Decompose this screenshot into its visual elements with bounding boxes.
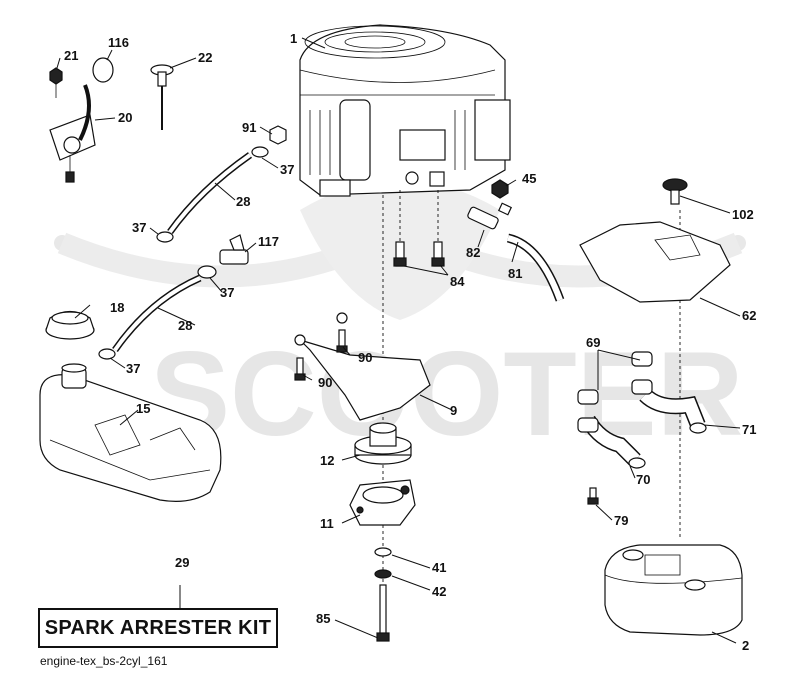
callout-12: 12 [320, 453, 334, 468]
bolt-part-85 [376, 584, 390, 642]
pulley-part-12 [354, 422, 412, 465]
figure-id-label: engine-tex_bs-2cyl_161 [40, 654, 168, 668]
screw-part-21 [49, 67, 63, 98]
callout-29: 29 [175, 555, 189, 570]
callout-22: 22 [198, 50, 212, 65]
callout-69: 69 [586, 335, 600, 350]
bracket-part-9 [294, 312, 431, 421]
callout-2: 2 [742, 638, 749, 653]
callout-81: 81 [508, 266, 522, 281]
fuel-tank-part-15 [39, 363, 222, 502]
callout-28-lower: 28 [178, 318, 192, 333]
knob-part-116 [92, 57, 114, 83]
nut-part-91 [269, 125, 287, 145]
callout-37-b: 37 [132, 220, 146, 235]
muffler-part-2 [604, 544, 743, 636]
callout-37-a: 37 [280, 162, 294, 177]
washer-part-42 [374, 569, 392, 579]
spark-arrester-kit-label: SPARK ARRESTER KIT [44, 616, 272, 639]
engine-part-1 [299, 24, 511, 197]
callout-116: 116 [108, 35, 129, 50]
fuel-cap-part-18 [45, 310, 95, 340]
bolt-part-84 [393, 241, 445, 267]
clutch-part-11 [349, 479, 416, 526]
choke-part-22 [150, 64, 174, 130]
callout-21: 21 [64, 48, 78, 63]
fuel-filter-part-82 [467, 202, 513, 230]
leader-lines [56, 37, 741, 644]
callout-91: 91 [242, 120, 256, 135]
callout-84: 84 [450, 274, 465, 289]
exhaust-pipe-part-71 [639, 388, 707, 434]
shutoff-valve-part-117 [197, 234, 249, 279]
callout-42: 42 [432, 584, 446, 599]
callout-15: 15 [136, 401, 150, 416]
callout-1: 1 [290, 31, 297, 46]
callout-79: 79 [614, 513, 628, 528]
callout-11: 11 [320, 516, 334, 531]
callout-labels: 1 2 9 11 12 15 18 20 21 22 28 28 29 37 3… [64, 31, 756, 653]
callout-37-d: 37 [126, 361, 140, 376]
callout-85: 85 [316, 611, 330, 626]
callout-41: 41 [432, 560, 446, 575]
washer-part-41 [374, 547, 392, 557]
spark-arrester-kit-box: SPARK ARRESTER KIT [38, 608, 278, 648]
callout-9: 9 [450, 403, 457, 418]
heat-shield-part-62 [579, 221, 731, 303]
gasket-part-69 [577, 351, 653, 433]
fuel-hose-part-28-lower [98, 274, 202, 360]
throttle-control-part-20 [49, 84, 96, 183]
callout-102: 102 [732, 207, 754, 222]
callout-45: 45 [522, 171, 536, 186]
bolt-part-90 [294, 329, 348, 381]
callout-90-b: 90 [318, 375, 332, 390]
callout-70: 70 [636, 472, 650, 487]
callout-82: 82 [466, 245, 480, 260]
callout-62: 62 [742, 308, 756, 323]
callout-18: 18 [110, 300, 124, 315]
nut-part-45 [491, 179, 509, 199]
knob-part-102 [662, 178, 688, 205]
fuel-hose-part-28-upper [156, 146, 269, 243]
callout-37-c: 37 [220, 285, 234, 300]
bolt-part-79 [587, 487, 599, 505]
callout-71: 71 [742, 422, 756, 437]
callout-90-a: 90 [358, 350, 372, 365]
callout-20: 20 [118, 110, 132, 125]
callout-117: 117 [258, 234, 279, 249]
callout-28-upper: 28 [236, 194, 250, 209]
